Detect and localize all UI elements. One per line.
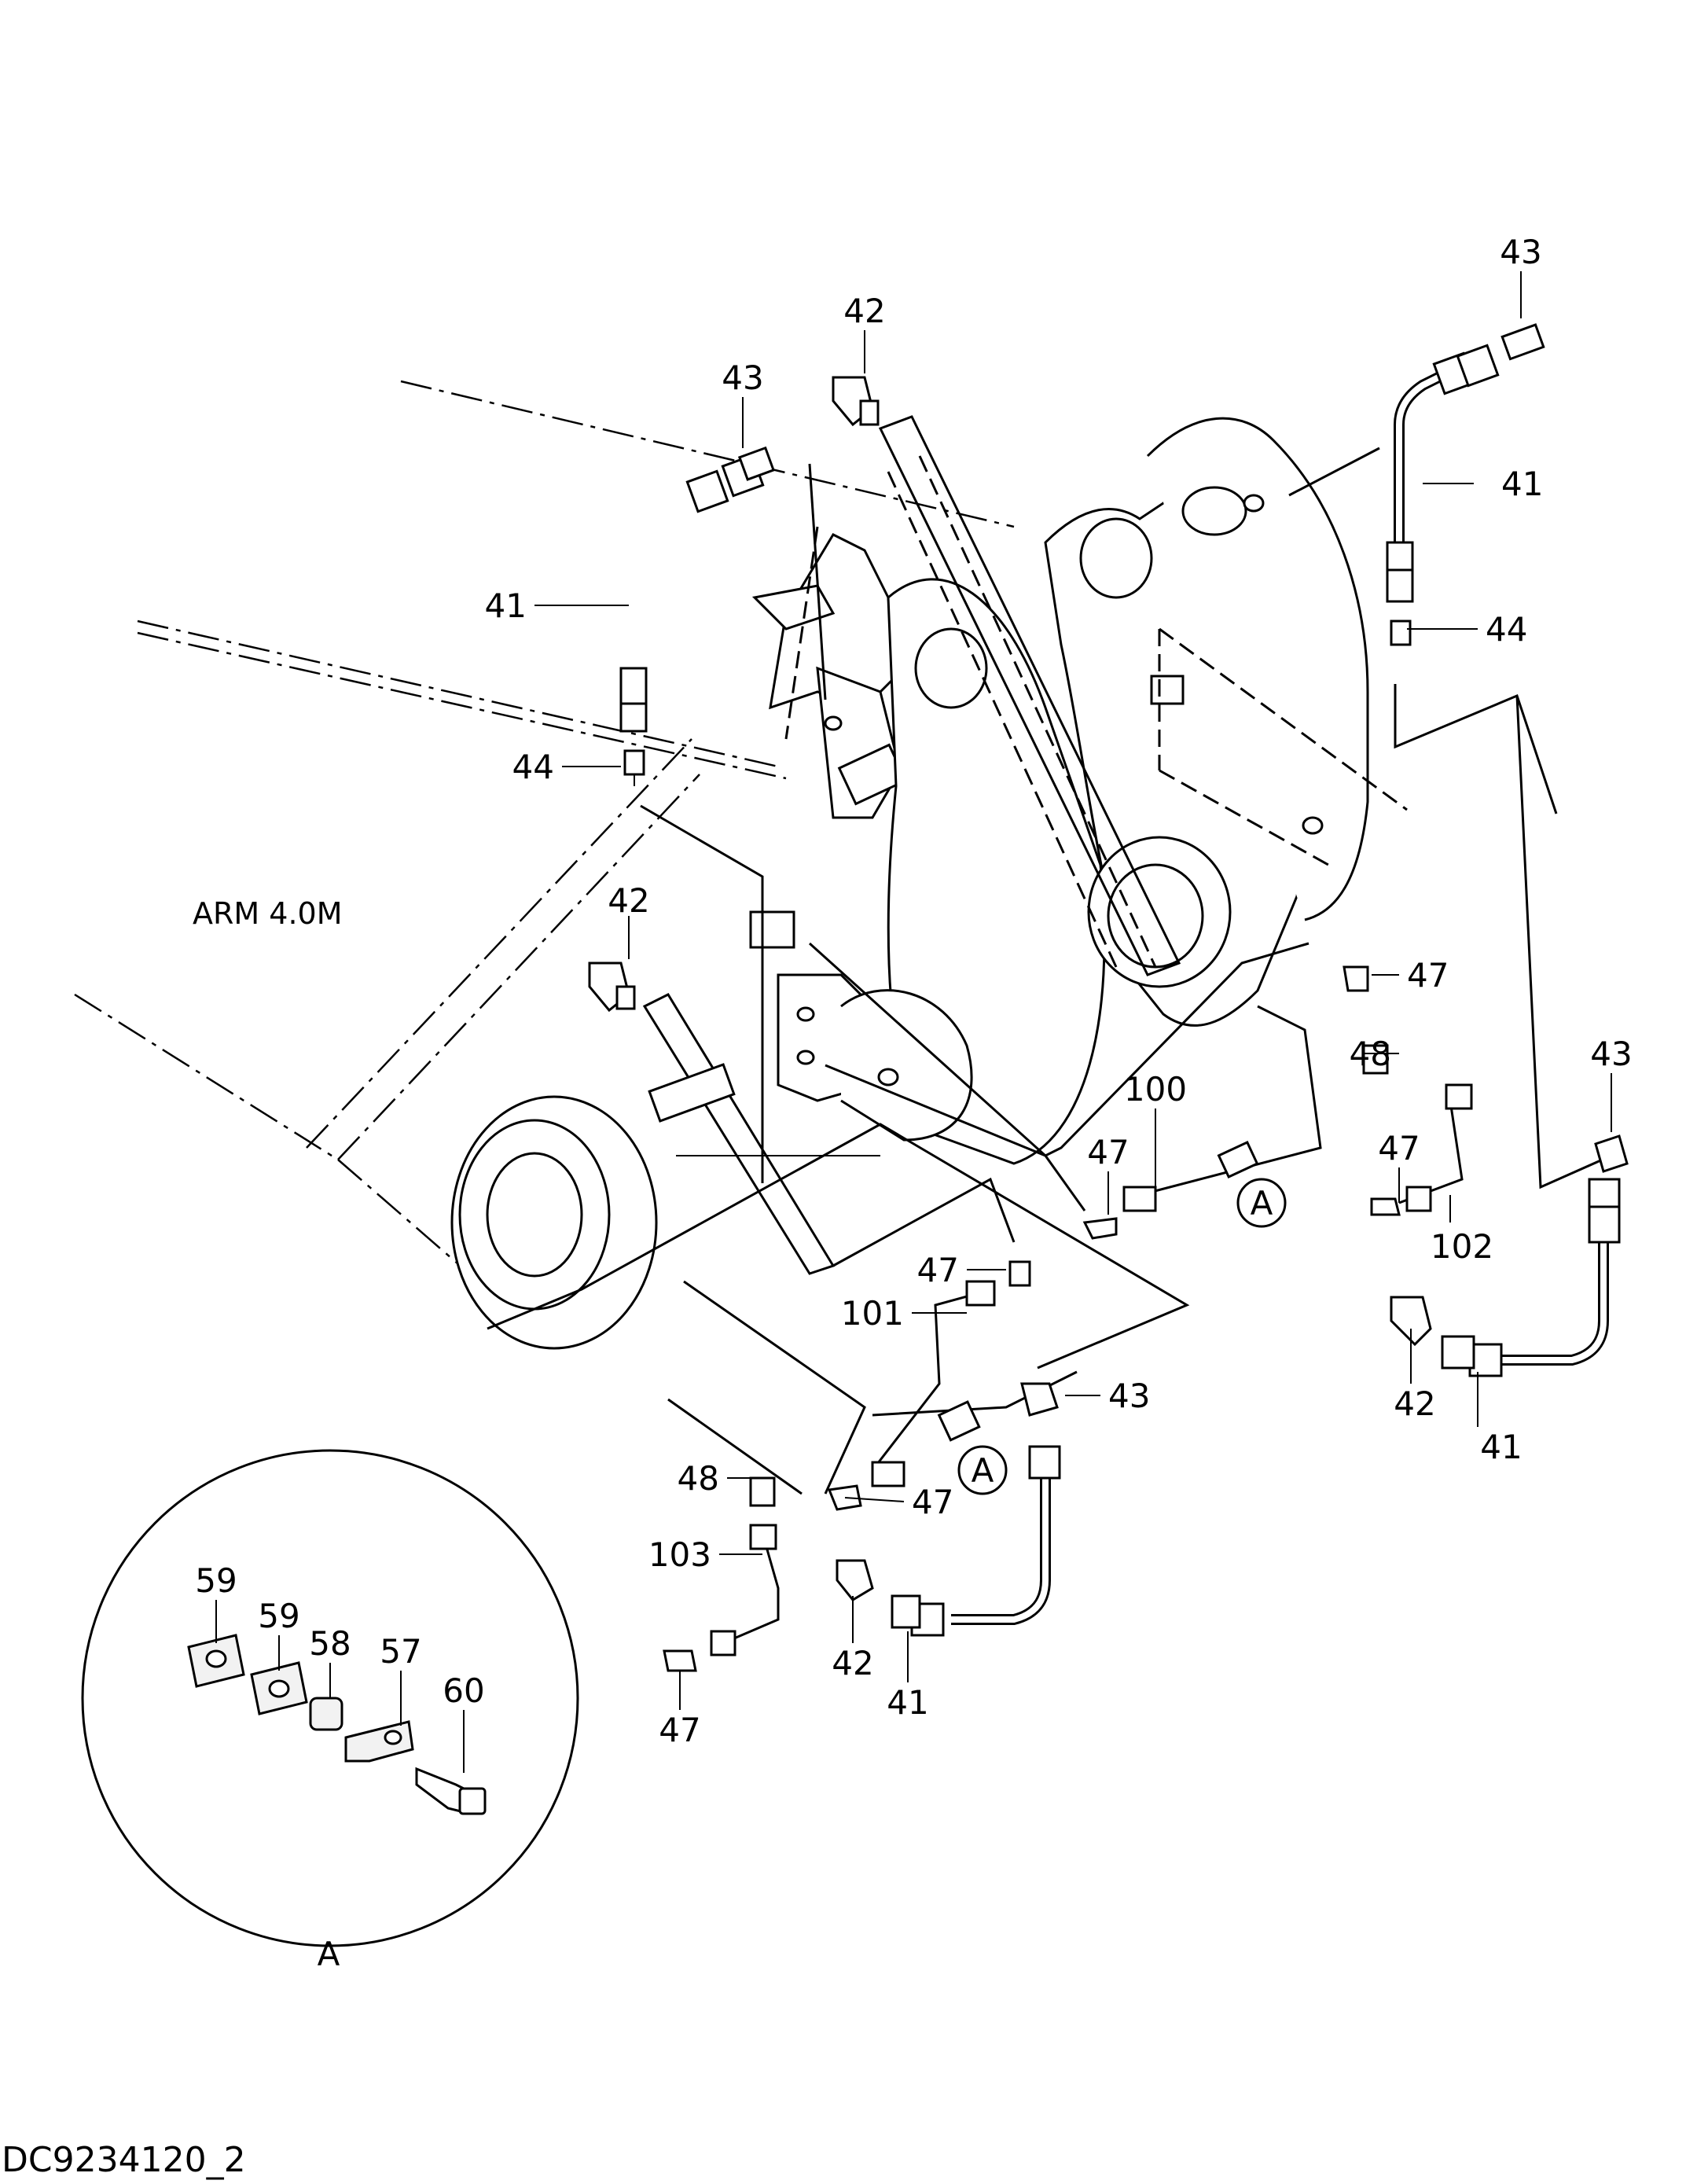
bucket-bracket-assembly	[749, 417, 1369, 1165]
callout-102: 102	[1431, 1227, 1493, 1266]
callout-43: 43	[1590, 1035, 1632, 1073]
callout-44: 44	[512, 748, 554, 786]
hose-assembly-upper-right	[1386, 323, 1545, 646]
block-part	[749, 910, 795, 949]
callout-100: 100	[1124, 1070, 1187, 1109]
elbow-fitting-42-top	[832, 376, 880, 427]
arm-label: ARM 4.0M	[193, 896, 342, 931]
callout-42: 42	[832, 1644, 873, 1682]
block-part	[1150, 675, 1185, 705]
callout-57: 57	[380, 1632, 421, 1671]
document-id: DC9234120_2	[2, 2140, 246, 2180]
callout-47: 47	[912, 1483, 953, 1521]
callout-47: 47	[1378, 1129, 1420, 1167]
clamp-57	[344, 1720, 414, 1763]
marker-letter: A	[1251, 1184, 1273, 1223]
callout-103: 103	[648, 1535, 711, 1574]
callout-58: 58	[309, 1624, 351, 1663]
callout-41: 41	[887, 1683, 928, 1722]
callout-43: 43	[1108, 1377, 1150, 1415]
callout-48: 48	[1350, 1035, 1391, 1073]
arm-boss-lower	[450, 1095, 658, 1350]
callout-43: 43	[1500, 233, 1541, 271]
callout-leaders	[215, 271, 1612, 1773]
callout-44: 44	[1486, 610, 1527, 649]
elbow-fitting-42-mid	[588, 961, 636, 1013]
callout-43: 43	[722, 358, 763, 397]
callout-59: 59	[195, 1561, 237, 1600]
callout-41: 41	[1480, 1428, 1522, 1466]
bushing-58	[309, 1697, 343, 1731]
callout-42: 42	[843, 292, 885, 330]
callout-labels: 43 41 44 42 43 41 44 42 47 48 43 47 100 …	[195, 233, 1632, 1749]
callout-47: 47	[1407, 956, 1449, 995]
callout-60: 60	[443, 1671, 484, 1710]
callout-59: 59	[258, 1597, 299, 1635]
detail-a-label: A	[318, 1935, 340, 1973]
callout-41: 41	[1501, 465, 1543, 503]
hidden-lines	[784, 455, 1408, 968]
callout-41: 41	[485, 586, 527, 625]
cylinder-tubes	[642, 415, 1181, 1275]
hose-assembly-right-lower	[1082, 965, 1629, 1377]
callout-42: 42	[608, 881, 649, 920]
detail-a	[81, 1449, 579, 1947]
callout-47: 47	[659, 1711, 700, 1749]
detail-a-marker-center: A	[957, 1445, 1008, 1495]
hose-assembly-center	[663, 1260, 1061, 1672]
detail-a-circle	[81, 1449, 579, 1947]
callout-42: 42	[1394, 1384, 1435, 1423]
marker-letter: A	[972, 1451, 994, 1490]
callout-47: 47	[1087, 1133, 1129, 1171]
detail-a-marker-right: A	[1236, 1178, 1287, 1228]
callout-48: 48	[678, 1459, 719, 1498]
callout-47: 47	[917, 1251, 959, 1289]
hose-assembly-upper-left	[619, 446, 775, 786]
callout-101: 101	[841, 1294, 904, 1333]
